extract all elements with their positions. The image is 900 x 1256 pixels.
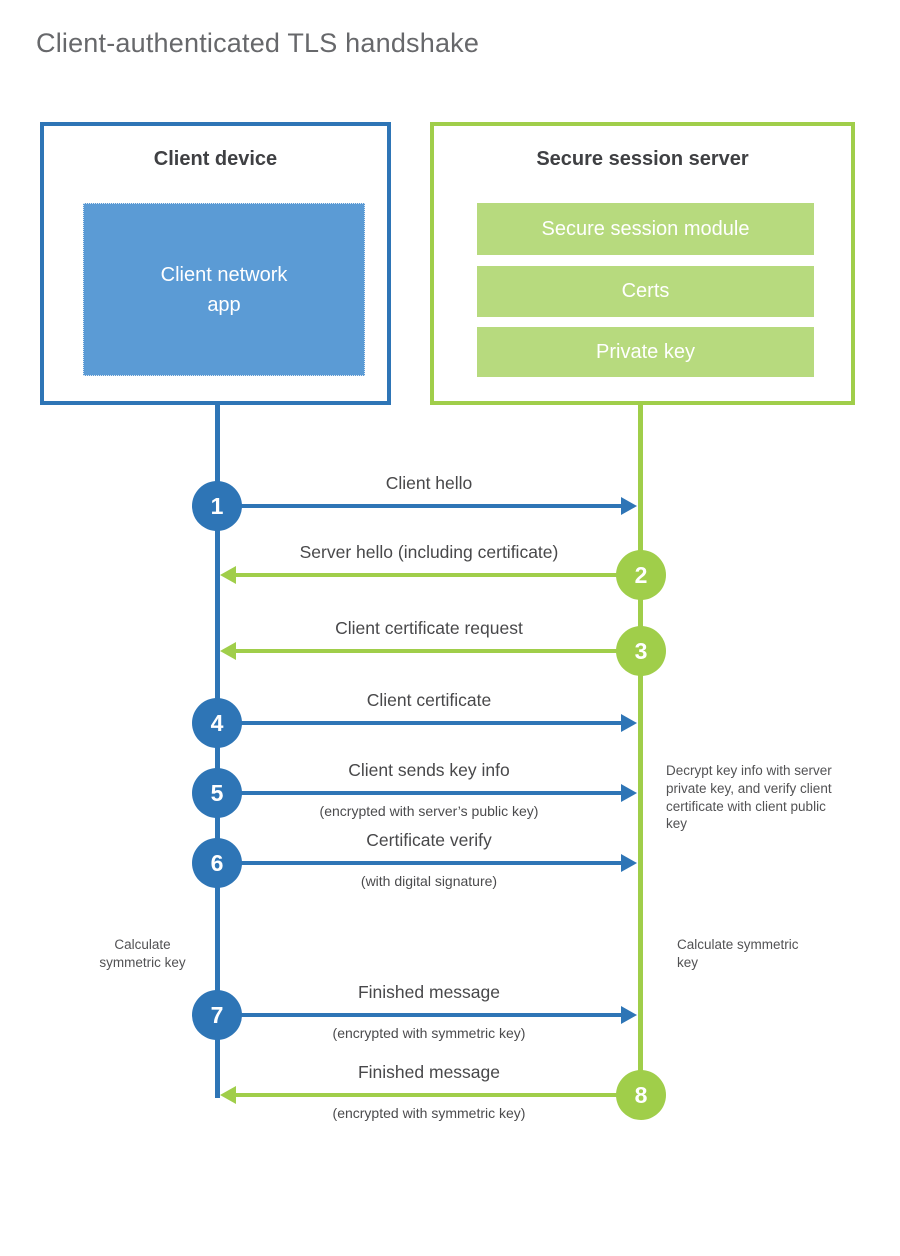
- client-lifeline: [215, 403, 220, 1098]
- step-label-7: Finished message: [357, 982, 501, 1002]
- step-label-3: Client certificate request: [335, 618, 523, 638]
- arrow-left-icon: [220, 642, 236, 660]
- step-label-4: Client certificate: [366, 690, 492, 710]
- arrow-line: [217, 1013, 621, 1017]
- step-circle-2: 2: [616, 550, 666, 600]
- step-label-8: Finished message: [357, 1062, 501, 1082]
- client-calculate-symmetric-key-note: Calculate symmetric key: [99, 937, 186, 970]
- client-network-app-block: Client network app: [83, 203, 365, 376]
- step-circle-7: 7: [192, 990, 242, 1040]
- client-device-box: Client device Client network app: [40, 122, 391, 405]
- server-decrypt-note: Decrypt key info with server private key…: [666, 763, 832, 832]
- secure-session-module-bar: Secure session module: [477, 203, 814, 255]
- page-title: Client-authenticated TLS handshake: [36, 28, 480, 58]
- step-circle-3: 3: [616, 626, 666, 676]
- arrow-line: [236, 649, 638, 653]
- arrow-line: [217, 721, 621, 725]
- secure-session-server-heading: Secure session server: [536, 148, 749, 170]
- arrow-right-icon: [621, 784, 637, 802]
- step-label-2: Server hello (including certificate): [299, 542, 559, 562]
- server-lifeline: [638, 403, 643, 1094]
- step-circle-6: 6: [192, 838, 242, 888]
- arrow-left-icon: [220, 1086, 236, 1104]
- arrow-line: [236, 573, 638, 577]
- client-network-app-label: Client network app: [160, 263, 288, 316]
- arrow-line: [217, 504, 621, 508]
- step-circle-8: 8: [616, 1070, 666, 1120]
- secure-session-server-box: Secure session server Secure session mod…: [430, 122, 855, 405]
- step-label-5: Client sends key info: [348, 760, 510, 780]
- step-circle-5: 5: [192, 768, 242, 818]
- arrow-line: [217, 791, 621, 795]
- step-sublabel-7: (encrypted with symmetric key): [332, 1025, 526, 1041]
- private-key-bar: Private key: [477, 327, 814, 377]
- certs-bar: Certs: [477, 266, 814, 317]
- arrow-right-icon: [621, 497, 637, 515]
- step-circle-1: 1: [192, 481, 242, 531]
- server-calculate-symmetric-key-note: Calculate symmetric key: [677, 937, 799, 970]
- arrow-right-icon: [621, 1006, 637, 1024]
- arrow-right-icon: [621, 714, 637, 732]
- arrow-right-icon: [621, 854, 637, 872]
- step-circle-4: 4: [192, 698, 242, 748]
- step-sublabel-5: (encrypted with server’s public key): [319, 803, 539, 819]
- arrow-left-icon: [220, 566, 236, 584]
- step-sublabel-8: (encrypted with symmetric key): [332, 1105, 526, 1121]
- arrow-line: [217, 861, 621, 865]
- step-label-6: Certificate verify: [366, 830, 492, 850]
- step-sublabel-6: (with digital signature): [360, 873, 498, 889]
- step-label-1: Client hello: [385, 473, 473, 493]
- client-device-heading: Client device: [153, 148, 278, 170]
- arrow-line: [236, 1093, 638, 1097]
